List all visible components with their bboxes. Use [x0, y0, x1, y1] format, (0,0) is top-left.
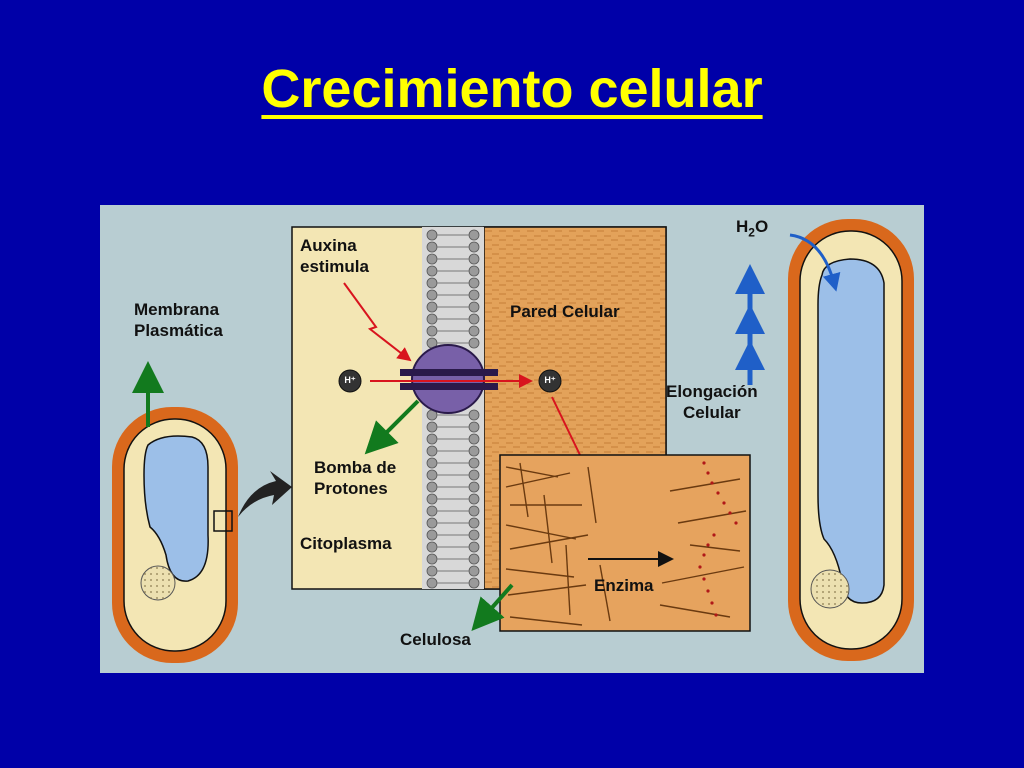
lipid-head [468, 481, 480, 493]
cellulose-inset [499, 454, 751, 632]
lipid-head [468, 565, 480, 577]
zoom-region-box [213, 510, 233, 532]
slide-title: Crecimiento celular [0, 58, 1024, 120]
label-bomba-line2: Protones [314, 479, 388, 498]
label-proton-left: H⁺ [344, 375, 356, 385]
lipid-head [468, 325, 480, 337]
auxin-arrow [343, 282, 412, 362]
lipid-head [426, 313, 438, 325]
lipid-head [426, 457, 438, 469]
lipid-head [426, 421, 438, 433]
lipid-head [468, 433, 480, 445]
cellulose-pointer-arrow [471, 583, 514, 631]
lipid-head [426, 517, 438, 529]
lipid-head [468, 253, 480, 265]
lipid-head [468, 409, 480, 421]
lipid-head [468, 229, 480, 241]
label-elongacion-line2: Celular [682, 403, 741, 422]
lipid-head [468, 529, 480, 541]
lipid-head [468, 289, 480, 301]
label-elongacion-celular: Elongación Celular [666, 381, 758, 423]
lipid-head [426, 277, 438, 289]
lipid-head [426, 433, 438, 445]
label-membrana-line1: Membrana [134, 300, 220, 319]
cellulose-inset-box [499, 454, 751, 632]
elongated-cell [788, 219, 914, 661]
lipid-head [468, 421, 480, 433]
label-pared-celular: Pared Celular [510, 302, 620, 321]
lipid-head [426, 289, 438, 301]
lipid-head [468, 469, 480, 481]
water-inflow-arrow [789, 233, 841, 292]
lipid-head [426, 529, 438, 541]
lipid-head [426, 505, 438, 517]
lipid-head [468, 505, 480, 517]
lipid-head [426, 301, 438, 313]
elongated-cell-vacuole [817, 258, 885, 604]
proton-left [338, 369, 362, 393]
lipid-head [468, 313, 480, 325]
lipid-head [468, 517, 480, 529]
proton-pump [400, 344, 498, 414]
lipid-head [468, 337, 480, 349]
label-membrana-line2: Plasmática [134, 321, 223, 340]
lipid-head [426, 541, 438, 553]
slide-title-text: Crecimiento celular [261, 59, 763, 119]
small-cell-vacuole [143, 435, 209, 582]
cell-growth-diagram: Membrana Plasmática Auxina estimula Pare… [100, 205, 924, 673]
lipid-head [426, 577, 438, 589]
lipid-heads [426, 229, 480, 589]
pump-pointer-arrow [364, 399, 420, 455]
lipid-head [426, 565, 438, 577]
small-cell [112, 407, 238, 663]
small-cell-nucleus-texture [141, 566, 175, 600]
lipid-head [426, 553, 438, 565]
lipid-head [468, 457, 480, 469]
label-membrana-plasmatica: Membrana Plasmática [134, 299, 223, 341]
lipid-head [426, 325, 438, 337]
lipid-head [468, 445, 480, 457]
lipid-head [468, 553, 480, 565]
lipid-head [426, 481, 438, 493]
proton-right [538, 369, 562, 393]
lipid-head [426, 493, 438, 505]
label-auxina-line2: estimula [300, 257, 369, 276]
diagram-graphics [112, 219, 914, 663]
label-h2o: H2O [736, 217, 769, 240]
label-proton-right: H⁺ [544, 375, 556, 385]
lipid-head [426, 253, 438, 265]
zoom-arrow [238, 471, 292, 517]
label-bomba-de-protones: Bomba de Protones [314, 457, 396, 499]
label-enzima: Enzima [594, 576, 654, 595]
label-bomba-line1: Bomba de [314, 458, 397, 477]
label-celulosa: Celulosa [400, 630, 471, 649]
label-citoplasma: Citoplasma [300, 534, 392, 553]
lipid-head [468, 541, 480, 553]
elongated-cell-nucleus-texture [811, 570, 849, 608]
lipid-head [468, 277, 480, 289]
lipid-head [468, 241, 480, 253]
lipid-head [468, 493, 480, 505]
lipid-head [468, 265, 480, 277]
label-auxina-estimula: Auxina estimula [300, 235, 369, 277]
label-auxina-line1: Auxina [300, 236, 357, 255]
lipid-head [426, 469, 438, 481]
lipid-head [426, 241, 438, 253]
lipid-head [426, 229, 438, 241]
lipid-head [426, 265, 438, 277]
lipid-head [468, 301, 480, 313]
lipid-head [468, 577, 480, 589]
label-elongacion-line1: Elongación [666, 382, 758, 401]
lipid-head [426, 445, 438, 457]
